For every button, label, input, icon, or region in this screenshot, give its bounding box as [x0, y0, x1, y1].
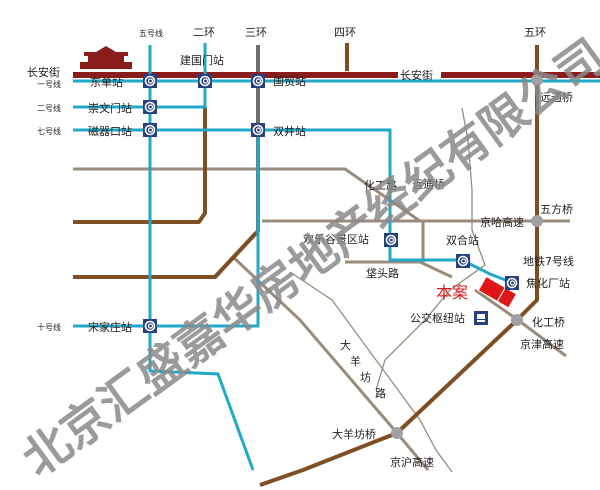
- dayangfang-road-2: 羊: [350, 354, 361, 368]
- ring-2: [73, 107, 207, 224]
- highway-jingha-label: 京哈高速: [480, 215, 524, 229]
- watermark: 北京汇盛嘉华房地产经纪有限公司: [13, 29, 600, 488]
- label-ring2: 二环: [193, 26, 215, 39]
- metro-c-icon-jianguomen: [198, 74, 212, 88]
- label-line1: 一号线: [37, 79, 61, 89]
- project-site: [477, 275, 518, 309]
- metro-line-2: [73, 43, 207, 109]
- metro-line-10: [73, 130, 260, 328]
- bridge-yuantong-label: 远通桥: [540, 91, 573, 104]
- road-fatou: [345, 260, 453, 279]
- label-line7: 七号线: [37, 126, 61, 136]
- metro-stations: [143, 74, 519, 333]
- label-ring5: 五环: [524, 26, 546, 39]
- station-ciqikou-label: 磁器口站: [88, 124, 132, 138]
- dayangfang-road-3: 坊: [360, 370, 371, 384]
- station-huanlegu-label: 欢乐谷景区站: [303, 232, 369, 246]
- bridge-dayangfang-label: 大羊坊桥: [332, 427, 376, 441]
- label-line10: 十号线: [37, 322, 61, 332]
- metro-c-icon-shuangjing: [251, 123, 265, 137]
- metro-c-icon-chongwenmen: [143, 100, 157, 114]
- label-ring3: 三环: [245, 26, 267, 39]
- label-fatou-road: 垡头路: [366, 266, 399, 280]
- road-thin-east: [375, 107, 486, 391]
- road-dayangfang: [289, 271, 453, 473]
- station-chongwenmen-label: 崇文门站: [88, 101, 132, 115]
- metro-c-icon-shuanghe: [456, 254, 470, 268]
- label-ring4: 四环: [334, 26, 356, 39]
- bridge-wufang: [531, 215, 543, 227]
- label-metro7: 地铁7号线: [523, 254, 574, 268]
- station-shuanghe-label: 双合站: [446, 233, 479, 247]
- station-jiaohuachang-label: 焦化厂站: [526, 276, 570, 290]
- metro-c-icon-dongdan: [143, 74, 157, 88]
- label-huagong-road: 化工路: [364, 178, 397, 192]
- road-north: [73, 167, 421, 223]
- label-changan-left: 长安街: [27, 65, 60, 79]
- metro-line-5: [148, 45, 255, 471]
- station-dongdan-label: 东单站: [90, 75, 123, 89]
- project-label: 本案: [436, 283, 468, 302]
- bridge-huagong-label: 化工桥: [532, 315, 565, 329]
- road-jinghu: [230, 254, 430, 471]
- metro-c-icon-huanlegu: [384, 233, 398, 247]
- tiananmen-icon: [80, 46, 132, 69]
- station-guomao-label: 国贸站: [273, 74, 306, 88]
- thin-roads: [289, 107, 486, 473]
- bridge-wufang-label: 五方桥: [540, 202, 573, 216]
- bridge-dayangfang: [391, 427, 403, 439]
- metro-lines: [73, 43, 600, 471]
- station-jianguomen-label: 建国门站: [180, 53, 224, 67]
- station-songjiazhuang-label: 宋家庄站: [88, 320, 132, 334]
- label-yuantong-bridge: 远通桥: [412, 178, 445, 191]
- bus-hub-label: 公交枢纽站: [410, 311, 465, 325]
- station-shuangjing-label: 双井站: [273, 124, 306, 138]
- bridges: [391, 74, 543, 439]
- bridge-huagong: [511, 314, 523, 326]
- label-line5: 五号线: [139, 28, 163, 38]
- highway-jinghu-label: 京沪高速: [390, 455, 434, 469]
- metro-c-icon-ciqikou: [143, 123, 157, 137]
- dayangfang-road-4: 路: [375, 387, 386, 400]
- metro-c-icon-jiaohuachang: [505, 276, 519, 290]
- label-line2: 二号线: [37, 103, 61, 113]
- dayangfang-road-1: 大: [340, 338, 351, 352]
- label-changan-right: 长安街: [400, 68, 433, 82]
- metro-c-icon-songjiazhuang: [143, 319, 157, 333]
- metro-line-7: [73, 128, 514, 285]
- bridge-yuantong: [531, 74, 543, 86]
- ring-3-lower: [73, 231, 258, 279]
- highway-jingjin-label: 京津高速: [520, 337, 564, 351]
- metro-c-icon-guomao: [251, 74, 265, 88]
- ring-5: [259, 45, 539, 487]
- bus-icon: [474, 311, 488, 325]
